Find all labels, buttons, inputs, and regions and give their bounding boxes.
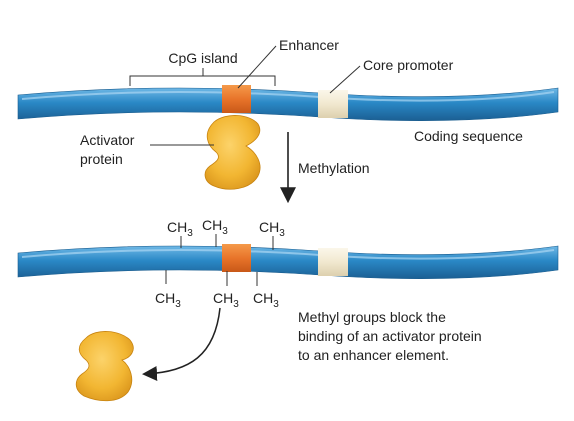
top-dna-strand: [17, 87, 559, 121]
cpg-island-label: CpG island: [168, 50, 237, 66]
activator-protein-bound: [204, 115, 261, 190]
note-line-3: to an enhancer element.: [298, 347, 449, 363]
enhancer-leader: [237, 45, 277, 89]
note-line-2: binding of an activator protein: [298, 328, 482, 344]
methylation-label: Methylation: [298, 160, 370, 176]
bottom-dna-strand: [17, 245, 559, 279]
methyl-group-top-1: CH3: [167, 219, 193, 248]
enhancer-block-bottom: [222, 244, 251, 272]
enhancer-block-top: [222, 85, 251, 113]
activator-label-line1: Activator: [80, 132, 135, 148]
core-promoter-block-top: [318, 90, 348, 118]
activator-protein-released: [75, 331, 134, 402]
svg-text:CH3: CH3: [202, 217, 228, 237]
release-arrow: [142, 307, 221, 381]
methyl-group-bottom-2: CH3: [213, 271, 239, 310]
svg-text:CH3: CH3: [253, 290, 279, 310]
svg-text:CH3: CH3: [213, 290, 239, 310]
cpg-island-bracket: [129, 75, 276, 86]
svg-text:CH3: CH3: [259, 219, 285, 239]
svg-text:CH3: CH3: [155, 290, 181, 310]
core-promoter-leader: [329, 65, 361, 94]
svg-text:CH3: CH3: [167, 219, 193, 239]
methyl-group-top-3: CH3: [259, 219, 285, 250]
methyl-group-bottom-3: CH3: [253, 272, 279, 310]
methyl-group-top-2: CH3: [202, 217, 228, 247]
activator-label-line2: protein: [80, 151, 123, 167]
enhancer-label: Enhancer: [279, 37, 339, 53]
core-promoter-block-bottom: [318, 248, 348, 276]
core-promoter-label: Core promoter: [363, 57, 454, 73]
coding-sequence-label: Coding sequence: [414, 128, 523, 144]
note-line-1: Methyl groups block the: [298, 309, 446, 325]
methyl-group-bottom-1: CH3: [155, 270, 181, 310]
